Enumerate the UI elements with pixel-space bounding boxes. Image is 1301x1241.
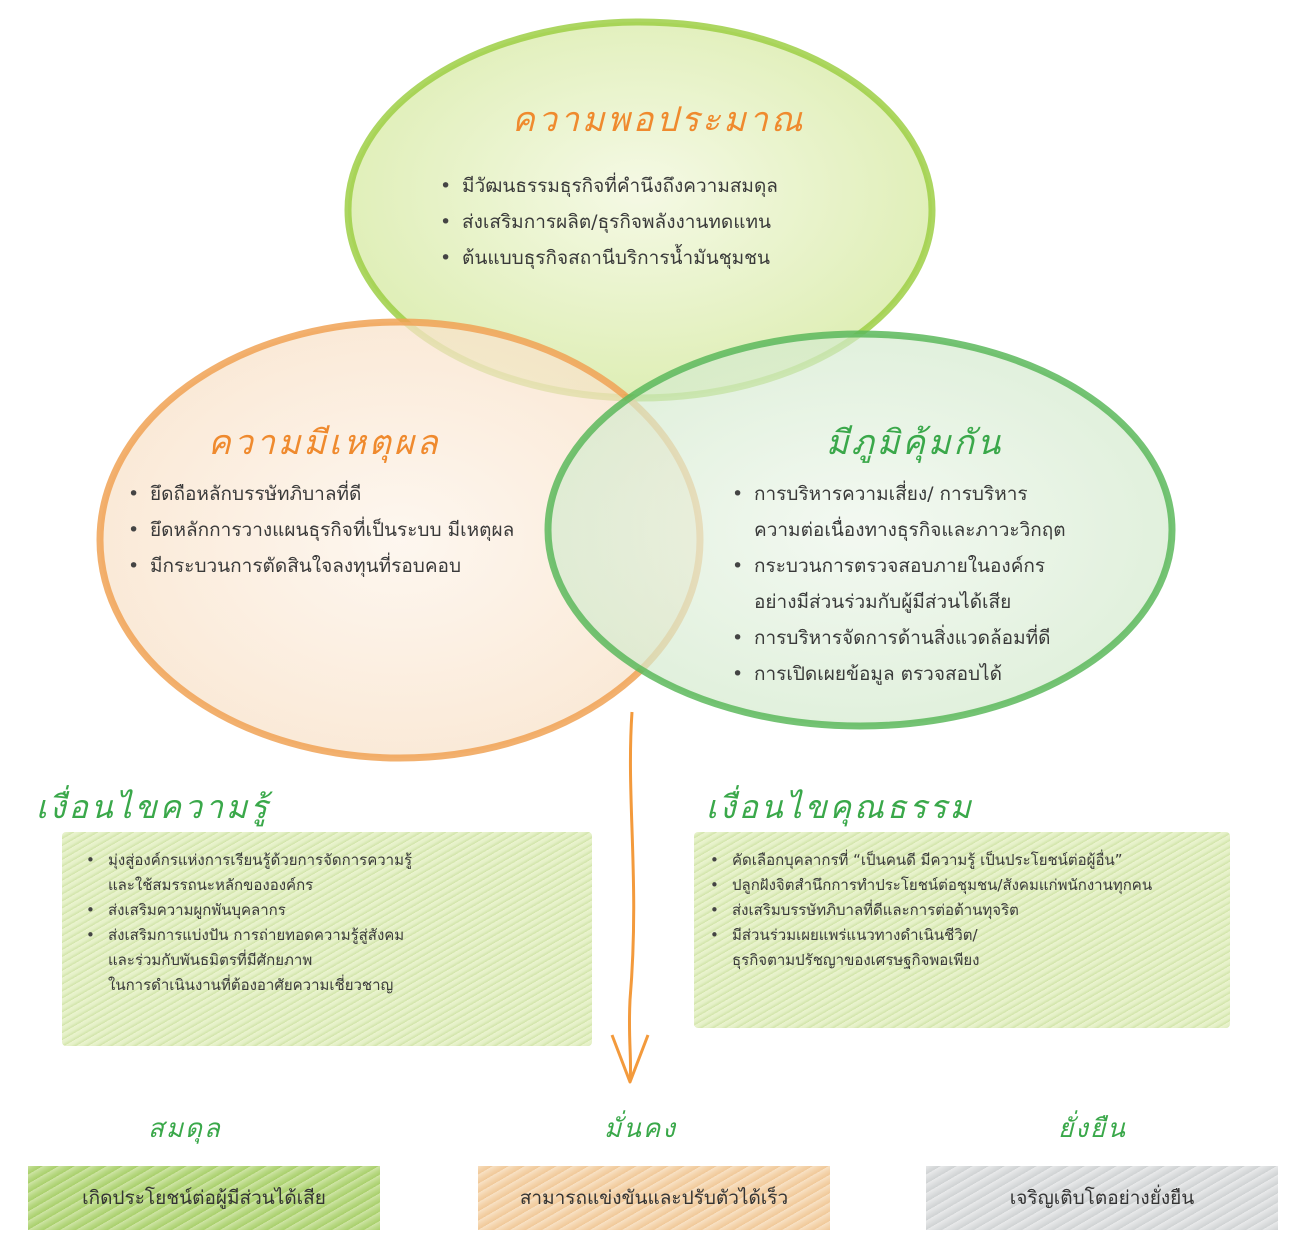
title-ethics-condition: เงื่อนไขคุณธรรม: [706, 788, 974, 826]
outcome-label: สามารถแข่งขันและปรับตัวได้เร็ว: [519, 1187, 789, 1209]
list-item-line: และร่วมกับพันธมิตรที่มีศักยภาพ: [108, 951, 313, 969]
list-item: มีกระบวนการตัดสินใจลงทุนที่รอบคอบ: [128, 548, 514, 584]
title-reasonableness: ความมีเหตุผล: [208, 423, 441, 463]
title-moderation: ความพอประมาณ: [512, 100, 806, 140]
list-item: มีวัฒนธรรมธุรกิจที่คำนึงถึงความสมดุล: [440, 168, 778, 204]
list-item: ปลูกฝังจิตสำนึกการทำประโยชน์ต่อชุมชน/สัง…: [710, 873, 1152, 898]
list-item-line: ส่งเสริมความผูกพันบุคลากร: [108, 901, 286, 919]
list-item-line: ในการดำเนินงานที่ต้องอาศัยความเชี่ยวชาญ: [108, 976, 394, 994]
list-item: การบริหารจัดการด้านสิ่งแวดล้อมที่ดี: [732, 620, 1066, 656]
list-item: ส่งเสริมการผลิต/ธุรกิจพลังงานทดแทน: [440, 204, 778, 240]
title-immunity: มีภูมิคุ้มกัน: [826, 423, 1004, 463]
list-item-line: การบริหารความเสี่ยง/ การบริหาร: [754, 483, 1028, 505]
list-item: มีส่วนร่วมเผยแพร่แนวทางดำเนินชีวิต/ ธุรก…: [710, 923, 1152, 973]
list-item: การบริหารความเสี่ยง/ การบริหาร ความต่อเน…: [732, 476, 1066, 548]
list-item: ส่งเสริมบรรษัทภิบาลที่ดีและการต่อต้านทุจ…: [710, 898, 1152, 923]
list-item-line: การเปิดเผยข้อมูล ตรวจสอบได้: [754, 663, 1002, 685]
list-knowledge-condition: มุ่งสู่องค์กรแห่งการเรียนรู้ด้วยการจัดกา…: [86, 848, 412, 998]
list-item: ยึดหลักการวางแผนธุรกิจที่เป็นระบบ มีเหตุ…: [128, 512, 514, 548]
outcome-sustainability: เจริญเติบโตอย่างยั่งยืน: [926, 1166, 1278, 1230]
list-item-line: อย่างมีส่วนร่วมกับผู้มีส่วนได้เสีย: [754, 591, 1012, 613]
list-item-line: มุ่งสู่องค์กรแห่งการเรียนรู้ด้วยการจัดกา…: [108, 851, 413, 869]
title-knowledge-condition: เงื่อนไขความรู้: [36, 788, 271, 826]
list-immunity: การบริหารความเสี่ยง/ การบริหาร ความต่อเน…: [732, 476, 1066, 692]
list-item-line: กระบวนการตรวจสอบภายในองค์กร: [754, 555, 1046, 577]
down-arrow: [627, 711, 636, 1081]
outcome-label: เกิดประโยชน์ต่อผู้มีส่วนได้เสีย: [82, 1187, 326, 1209]
outcome-title-sustainability: ยั่งยืน: [1058, 1114, 1127, 1144]
list-item: มุ่งสู่องค์กรแห่งการเรียนรู้ด้วยการจัดกา…: [86, 848, 412, 898]
list-item-line: ส่งเสริมการแบ่งปัน การถ่ายทอดความรู้สู่ส…: [108, 926, 405, 944]
list-item-line: มีส่วนร่วมเผยแพร่แนวทางดำเนินชีวิต/: [732, 926, 978, 944]
list-item: ส่งเสริมความผูกพันบุคลากร: [86, 898, 412, 923]
list-item: ยึดถือหลักบรรษัทภิบาลที่ดี: [128, 476, 514, 512]
list-ethics-condition: คัดเลือกบุคลากรที่ “เป็นคนดี มีความรู้ เ…: [710, 848, 1152, 973]
outcome-stability: สามารถแข่งขันและปรับตัวได้เร็ว: [478, 1166, 830, 1230]
list-item-line: และใช้สมรรถนะหลักขององค์กร: [108, 876, 314, 894]
down-arrow-head: [610, 1034, 650, 1084]
list-item: คัดเลือกบุคลากรที่ “เป็นคนดี มีความรู้ เ…: [710, 848, 1152, 873]
outcome-balance: เกิดประโยชน์ต่อผู้มีส่วนได้เสีย: [28, 1166, 380, 1230]
list-item: กระบวนการตรวจสอบภายในองค์กร อย่างมีส่วนร…: [732, 548, 1066, 620]
outcome-label: เจริญเติบโตอย่างยั่งยืน: [1009, 1187, 1195, 1209]
list-item: ส่งเสริมการแบ่งปัน การถ่ายทอดความรู้สู่ส…: [86, 923, 412, 998]
list-item-line: การบริหารจัดการด้านสิ่งแวดล้อมที่ดี: [754, 627, 1051, 649]
outcome-title-balance: สมดุล: [148, 1114, 222, 1144]
list-reasonableness: ยึดถือหลักบรรษัทภิบาลที่ดี ยึดหลักการวาง…: [128, 476, 514, 584]
list-item-line: ปลูกฝังจิตสำนึกการทำประโยชน์ต่อชุมชน/สัง…: [732, 876, 1153, 894]
list-item-line: คัดเลือกบุคลากรที่ “เป็นคนดี มีความรู้ เ…: [732, 851, 1123, 869]
outcome-title-stability: มั่นคง: [604, 1114, 677, 1144]
list-item-line: ธุรกิจตามปรัชญาของเศรษฐกิจพอเพียง: [732, 951, 980, 969]
list-item: ต้นแบบธุรกิจสถานีบริการน้ำมันชุมชน: [440, 240, 778, 276]
list-item-line: ส่งเสริมบรรษัทภิบาลที่ดีและการต่อต้านทุจ…: [732, 901, 1019, 919]
list-moderation: มีวัฒนธรรมธุรกิจที่คำนึงถึงความสมดุล ส่ง…: [440, 168, 778, 276]
list-item-line: ความต่อเนื่องทางธุรกิจและภาวะวิกฤต: [754, 519, 1066, 541]
list-item: การเปิดเผยข้อมูล ตรวจสอบได้: [732, 656, 1066, 692]
